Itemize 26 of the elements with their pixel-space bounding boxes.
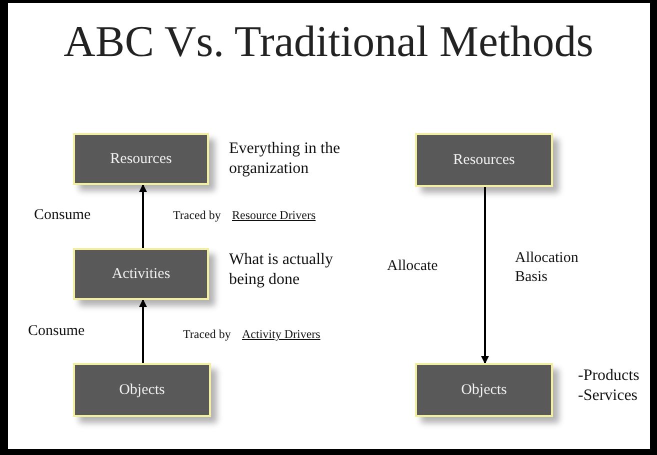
arrow (139, 184, 147, 248)
box-label: Objects (119, 380, 165, 400)
box-label: Resources (110, 150, 172, 169)
node-note: Everything in the organization (229, 139, 342, 179)
side-label: Consume (34, 206, 91, 225)
title: ABC Vs. Traditional Methods (62, 16, 594, 68)
process-box (415, 133, 553, 187)
box-label: Objects (461, 380, 507, 400)
box-label: Resources (453, 150, 515, 170)
process-box (415, 363, 553, 417)
side-label: Consume (28, 322, 85, 341)
side-label: Allocate (387, 257, 438, 276)
process-box (73, 363, 211, 417)
side-label: Traced by (173, 208, 221, 223)
arrow (139, 299, 147, 363)
side-label: Traced by (183, 327, 231, 342)
side-label: Allocation Basis (515, 249, 580, 286)
box-label: Activities (112, 264, 170, 284)
node-note: -Products (578, 366, 640, 386)
node-note: -Services (578, 386, 639, 406)
driver-label: Resource Drivers (232, 208, 316, 223)
driver-label: Activity Drivers (242, 327, 320, 342)
arrow (481, 187, 489, 364)
process-box (73, 133, 209, 185)
process-box (73, 248, 209, 300)
node-note: What is actually being done (229, 250, 334, 290)
